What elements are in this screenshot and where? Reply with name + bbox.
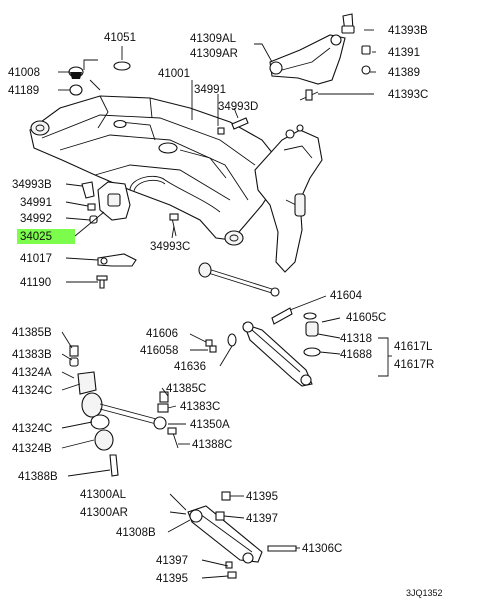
label-41393C[interactable]: 41393C xyxy=(388,89,428,101)
label-41617R[interactable]: 41617R xyxy=(394,359,434,371)
label-41385C[interactable]: 41385C xyxy=(166,383,206,395)
label-34993D[interactable]: 34993D xyxy=(218,101,258,113)
label-34991-top[interactable]: 34991 xyxy=(194,84,226,96)
label-41190[interactable]: 41190 xyxy=(20,277,51,289)
label-41383B[interactable]: 41383B xyxy=(12,349,52,361)
label-41308B[interactable]: 41308B xyxy=(116,527,156,539)
lower-arm-41617 xyxy=(205,307,321,387)
label-41001[interactable]: 41001 xyxy=(158,68,190,80)
bolts-34991-34993D xyxy=(217,117,249,135)
toe-link-41350A xyxy=(69,345,179,477)
label-41318[interactable]: 41318 xyxy=(340,333,372,345)
label-41324C-top[interactable]: 41324C xyxy=(12,385,52,397)
label-34993B[interactable]: 34993B xyxy=(12,179,52,191)
bracket-34025 xyxy=(81,181,179,237)
label-41385B[interactable]: 41385B xyxy=(12,327,52,339)
label-41388B[interactable]: 41388B xyxy=(18,471,58,483)
label-41395-top[interactable]: 41395 xyxy=(246,491,278,503)
trailing-link-41300A xyxy=(187,491,297,579)
label-41389[interactable]: 41389 xyxy=(388,67,420,79)
label-41397-bot[interactable]: 41397 xyxy=(156,555,188,567)
label-34991-left[interactable]: 34991 xyxy=(20,197,52,209)
label-41309AR[interactable]: 41309AR xyxy=(190,48,238,60)
label-41324B[interactable]: 41324B xyxy=(12,443,52,455)
label-41605C[interactable]: 41605C xyxy=(346,312,386,324)
label-34992[interactable]: 34992 xyxy=(20,213,52,225)
label-41688[interactable]: 41688 xyxy=(340,349,372,361)
label-41189[interactable]: 41189 xyxy=(8,85,39,97)
label-41008[interactable]: 41008 xyxy=(8,67,40,79)
label-41300AR[interactable]: 41300AR xyxy=(80,507,128,519)
highlight-34025 xyxy=(17,229,75,244)
label-41051[interactable]: 41051 xyxy=(104,32,136,44)
part-labels: 41051 41008 41189 41001 41309AL 41309AR … xyxy=(8,25,434,585)
label-41636[interactable]: 41636 xyxy=(174,361,206,373)
catalog-code: 3JQ1352 xyxy=(406,588,443,598)
link-41017 xyxy=(96,253,137,289)
leader-lines xyxy=(58,29,392,579)
label-41397-top[interactable]: 41397 xyxy=(246,513,278,525)
label-41393B[interactable]: 41393B xyxy=(388,25,428,37)
label-41306C[interactable]: 41306C xyxy=(302,543,342,555)
crossmember-41001 xyxy=(29,95,323,297)
label-34025[interactable]: 34025 xyxy=(20,231,52,243)
label-41395-bot[interactable]: 41395 xyxy=(156,573,188,585)
label-41324A[interactable]: 41324A xyxy=(12,367,52,379)
label-41309AL[interactable]: 41309AL xyxy=(190,33,237,45)
label-41324C-mid[interactable]: 41324C xyxy=(12,423,52,435)
label-41604[interactable]: 41604 xyxy=(330,290,363,302)
label-41017[interactable]: 41017 xyxy=(20,253,52,265)
label-416058[interactable]: 416058 xyxy=(140,345,178,357)
label-41617L[interactable]: 41617L xyxy=(394,341,433,353)
mount-bushings-topleft xyxy=(68,61,131,96)
label-41388C[interactable]: 41388C xyxy=(192,439,232,451)
label-34993C[interactable]: 34993C xyxy=(150,241,190,253)
label-41606[interactable]: 41606 xyxy=(146,328,178,340)
label-41391[interactable]: 41391 xyxy=(388,47,420,59)
upper-arm-41309 xyxy=(269,13,371,101)
label-41383C[interactable]: 41383C xyxy=(180,401,220,413)
label-41300AL[interactable]: 41300AL xyxy=(80,489,127,501)
label-41350A[interactable]: 41350A xyxy=(190,419,230,431)
